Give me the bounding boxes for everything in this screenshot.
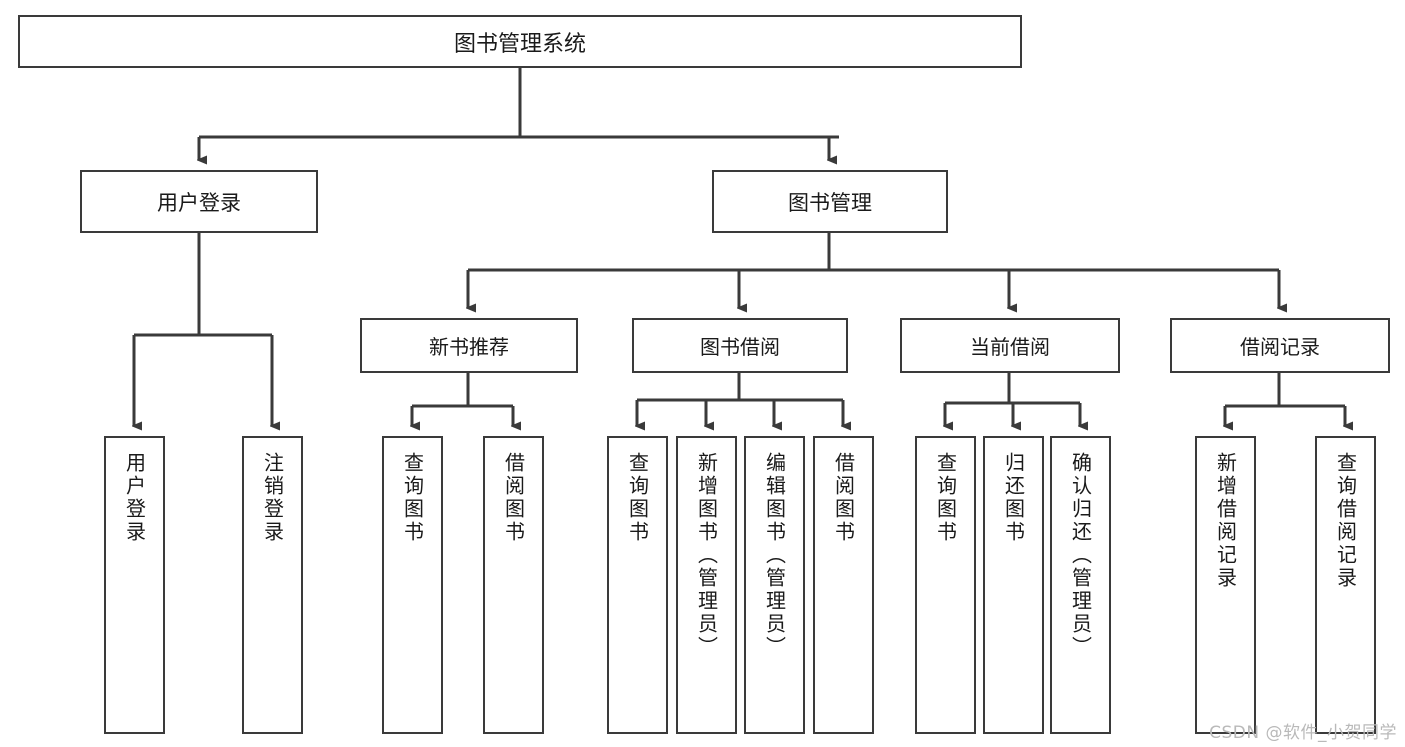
node-label: 确认归还（管理员）: [1068, 452, 1093, 659]
leaf-borrow-book-recommend[interactable]: 借阅图书: [483, 436, 544, 734]
node-label: 新增借阅记录: [1213, 452, 1238, 590]
node-current-borrow[interactable]: 当前借阅: [900, 318, 1120, 373]
node-label: 编辑图书（管理员）: [762, 452, 787, 659]
node-user-login[interactable]: 用户登录: [80, 170, 318, 233]
leaf-borrow-book[interactable]: 借阅图书: [813, 436, 874, 734]
node-label: 图书管理系统: [453, 31, 586, 57]
leaf-confirm-return-admin[interactable]: 确认归还（管理员）: [1050, 436, 1111, 734]
node-label: 新增图书（管理员）: [694, 452, 719, 659]
leaf-logout[interactable]: 注销登录: [242, 436, 303, 734]
node-label: 当前借阅: [970, 335, 1050, 359]
leaf-query-book-recommend[interactable]: 查询图书: [382, 436, 443, 734]
leaf-query-book-current[interactable]: 查询图书: [915, 436, 976, 734]
node-label: 查询图书: [625, 452, 650, 544]
csdn-watermark: CSDN @软件_小贺同学: [1209, 723, 1397, 743]
leaf-query-book-borrow[interactable]: 查询图书: [607, 436, 668, 734]
node-label: 查询借阅记录: [1333, 452, 1358, 590]
node-label: 新书推荐: [429, 335, 509, 359]
leaf-query-borrow-record[interactable]: 查询借阅记录: [1315, 436, 1376, 734]
node-label: 查询图书: [400, 452, 425, 544]
leaf-add-borrow-record[interactable]: 新增借阅记录: [1195, 436, 1256, 734]
node-label: 图书借阅: [700, 335, 780, 359]
node-label: 图书管理: [788, 190, 872, 215]
node-label: 用户登录: [157, 190, 241, 215]
leaf-user-login[interactable]: 用户登录: [104, 436, 165, 734]
node-label: 归还图书: [1001, 452, 1026, 544]
leaf-return-book[interactable]: 归还图书: [983, 436, 1044, 734]
node-label: 查询图书: [933, 452, 958, 544]
node-root-system[interactable]: 图书管理系统: [18, 15, 1022, 68]
node-label: 用户登录: [122, 452, 147, 544]
node-new-book-recommend[interactable]: 新书推荐: [360, 318, 578, 373]
leaf-add-book-admin[interactable]: 新增图书（管理员）: [676, 436, 737, 734]
node-label: 注销登录: [260, 452, 285, 544]
node-label: 借阅记录: [1240, 335, 1320, 359]
node-book-borrow[interactable]: 图书借阅: [632, 318, 848, 373]
node-label: 借阅图书: [501, 452, 526, 544]
node-label: 借阅图书: [831, 452, 856, 544]
node-borrow-record[interactable]: 借阅记录: [1170, 318, 1390, 373]
node-book-management[interactable]: 图书管理: [712, 170, 948, 233]
leaf-edit-book-admin[interactable]: 编辑图书（管理员）: [744, 436, 805, 734]
